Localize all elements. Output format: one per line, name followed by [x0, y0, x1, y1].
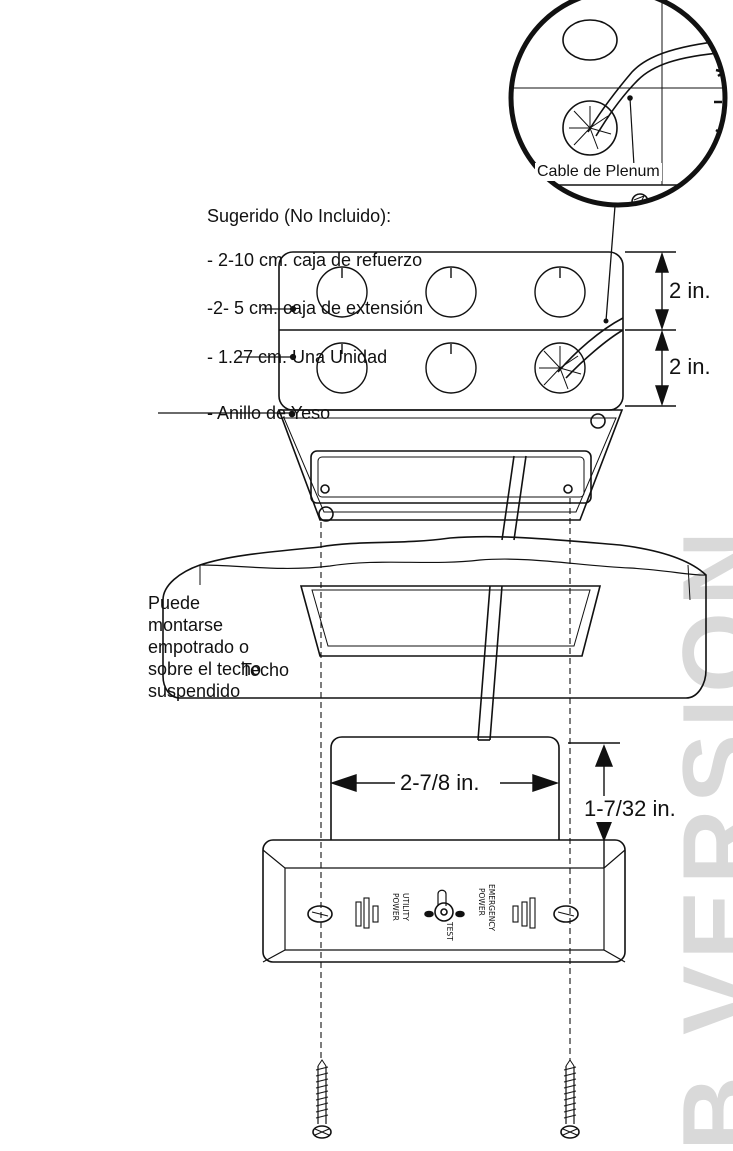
suggested-item-reinforcement-box: - 2-10 cm. caja de refuerzo — [207, 250, 423, 270]
emergency-power-label: POWER — [477, 888, 486, 916]
plaster-ring — [277, 409, 624, 541]
suggested-item-single-unit: - 1.27 cm. Una Unidad — [207, 347, 388, 367]
test-label: TEST — [445, 922, 454, 941]
ceiling-label: Techo — [241, 660, 290, 680]
suggested-item-plaster-ring: - Anillo de Yeso — [207, 403, 331, 423]
depth-dimension: 1-7/32 in. — [584, 796, 676, 822]
box-bottom-dimension: 2 in. — [669, 354, 711, 380]
utility-power-label: POWER — [391, 893, 400, 921]
utility-label: UTILITY — [401, 893, 410, 921]
dimension-arrows — [329, 251, 676, 868]
mounting-screw-left — [312, 1059, 332, 1139]
faceplate — [262, 839, 626, 963]
suggested-item-extension-box: -2- 5 cm. caja de extensión — [207, 298, 424, 318]
box-top-dimension: 2 in. — [669, 278, 711, 304]
emergency-label: EMERGENCY — [487, 884, 496, 932]
zoom-detail-circle — [508, 0, 728, 208]
unit-body — [330, 736, 560, 840]
leader-lines — [158, 305, 297, 414]
mounting-screw-right — [560, 1059, 580, 1139]
width-dimension: 2-7/8 in. — [400, 770, 480, 795]
mount-note: Puede montarse empotrado o sobre el tech… — [148, 593, 262, 701]
junction-box — [278, 251, 624, 411]
suggested-heading: Sugerido (No Incluido): — [207, 206, 392, 226]
zoom-cable-label: Cable de Plenum — [535, 163, 662, 181]
alignment-lines — [320, 498, 571, 1060]
ceiling-panel — [162, 535, 707, 741]
